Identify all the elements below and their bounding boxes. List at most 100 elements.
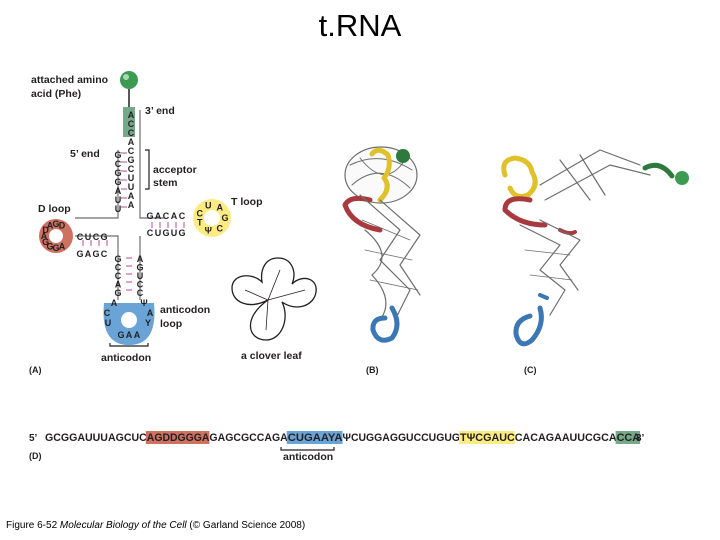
nucleotide: G bbox=[221, 213, 228, 223]
nucleotide: C bbox=[179, 211, 186, 221]
backbone-outline bbox=[75, 110, 165, 219]
nucleotide: G bbox=[114, 288, 121, 298]
nucleotide: A bbox=[115, 186, 122, 196]
nucleotide: A bbox=[47, 221, 54, 231]
nucleotide: G bbox=[114, 177, 121, 187]
nucleotide: Y bbox=[145, 318, 151, 328]
nucleotide: G bbox=[136, 263, 143, 273]
sequence-highlight-blue bbox=[286, 431, 343, 444]
nucleotide: C bbox=[128, 146, 135, 156]
nucleotide: G bbox=[46, 241, 53, 251]
sequence-highlight-yellow bbox=[458, 431, 515, 444]
nucleotide: C bbox=[77, 232, 84, 242]
nucleotide: A bbox=[147, 308, 154, 318]
t-loop-label: T loop bbox=[231, 196, 263, 208]
clover-leaf-label: a clover leaf bbox=[241, 350, 302, 362]
nucleotide: C bbox=[104, 308, 111, 318]
nucleotide: A bbox=[217, 203, 224, 213]
nucleotide: U bbox=[128, 173, 135, 183]
nucleotide: U bbox=[205, 201, 212, 211]
nucleotide: C bbox=[93, 232, 100, 242]
nucleotide: U bbox=[115, 195, 122, 205]
nucleotide: G bbox=[114, 254, 121, 264]
sequence-5-label: 5’ bbox=[29, 433, 38, 444]
nucleotide: C bbox=[128, 164, 135, 174]
nucleotide: C bbox=[197, 209, 204, 219]
nucleotide: G bbox=[100, 232, 107, 242]
nucleotide: A bbox=[155, 211, 162, 221]
sequence-segment: ΨCUGGAGGUCCUGUG bbox=[343, 432, 460, 444]
nucleotide: D bbox=[42, 225, 49, 235]
acceptor-stem-label-2: stem bbox=[153, 177, 178, 189]
backbone-outline-lower bbox=[75, 235, 141, 300]
anticodon-loop-label-2: loop bbox=[160, 318, 182, 330]
panel-c-sphere-icon bbox=[675, 171, 689, 185]
anticodon-loop-label-1: anticodon bbox=[160, 304, 210, 316]
nucleotide: A bbox=[128, 200, 135, 210]
nucleotide: G bbox=[146, 211, 153, 221]
nucleotide: A bbox=[85, 249, 92, 259]
amino-acid-sphere-icon bbox=[120, 71, 138, 89]
panel-b-sphere-icon bbox=[396, 149, 410, 163]
nucleotide: A bbox=[128, 137, 135, 147]
nucleotide: A bbox=[171, 211, 178, 221]
nucleotide: G bbox=[162, 228, 169, 238]
nucleotide: C bbox=[137, 280, 144, 290]
nucleotide: U bbox=[155, 228, 162, 238]
d-stem-pairs bbox=[82, 240, 108, 246]
nucleotide: A bbox=[59, 241, 66, 251]
t-loop-hole bbox=[204, 210, 220, 226]
sequence-3-label: 3’ bbox=[636, 433, 645, 444]
nucleotide: T bbox=[197, 217, 203, 227]
nucleotide: C bbox=[115, 263, 122, 273]
nucleotide: A bbox=[126, 330, 133, 340]
sequence-segment: GCGGAUUUAGCUC bbox=[45, 432, 147, 444]
nucleotide: U bbox=[128, 182, 135, 192]
d-loop-hole bbox=[49, 229, 63, 243]
t-stem-pairs bbox=[151, 222, 185, 228]
acceptor-base-pairs bbox=[121, 152, 127, 208]
nucleotide: U bbox=[85, 232, 92, 242]
sequence-segment: TΨCGAUC bbox=[460, 432, 515, 444]
nucleotide: G bbox=[127, 155, 134, 165]
attached-amino-label-1: attached amino bbox=[31, 74, 108, 86]
nucleotide: A bbox=[111, 298, 118, 308]
nucleotide: G bbox=[76, 249, 83, 259]
nucleotide: C bbox=[147, 228, 154, 238]
nucleotide: D bbox=[59, 221, 66, 231]
nucleotide: G bbox=[52, 243, 59, 253]
nucleotide: G bbox=[114, 150, 121, 160]
sequence-anticodon-label: anticodon bbox=[283, 451, 333, 463]
sequence-segment: GAGCGCCAGA bbox=[209, 432, 287, 444]
clover-leaf-illustration bbox=[231, 257, 317, 341]
nucleotide: G bbox=[114, 168, 121, 178]
attached-amino-label-2: acid (Phe) bbox=[31, 88, 81, 100]
d-loop-label: D loop bbox=[38, 203, 71, 215]
anticodon-loop-hole bbox=[121, 312, 137, 328]
nucleotide: A bbox=[137, 254, 144, 264]
nucleotide: Ψ bbox=[205, 225, 212, 235]
nucleotide: G bbox=[42, 237, 49, 247]
nucleotide: U bbox=[171, 228, 178, 238]
nucleotide: G bbox=[92, 249, 99, 259]
anticodon-stem-pairs bbox=[126, 257, 132, 291]
sequence-segment: CACAGAAUUCGCA bbox=[515, 432, 617, 444]
nucleotide: G bbox=[117, 330, 124, 340]
nucleotide: A bbox=[128, 191, 135, 201]
figure-caption: Figure 6-52 Molecular Biology of the Cel… bbox=[6, 520, 305, 531]
sequence-segment: CUGAAYA bbox=[288, 432, 343, 444]
nucleotide: C bbox=[115, 159, 122, 169]
acceptor-bracket bbox=[145, 149, 150, 190]
nucleotide: U bbox=[115, 204, 122, 214]
five-end-label: 5’ end bbox=[70, 148, 100, 160]
sequence-anticodon-bracket bbox=[280, 447, 335, 451]
nucleotide: C bbox=[101, 249, 108, 259]
